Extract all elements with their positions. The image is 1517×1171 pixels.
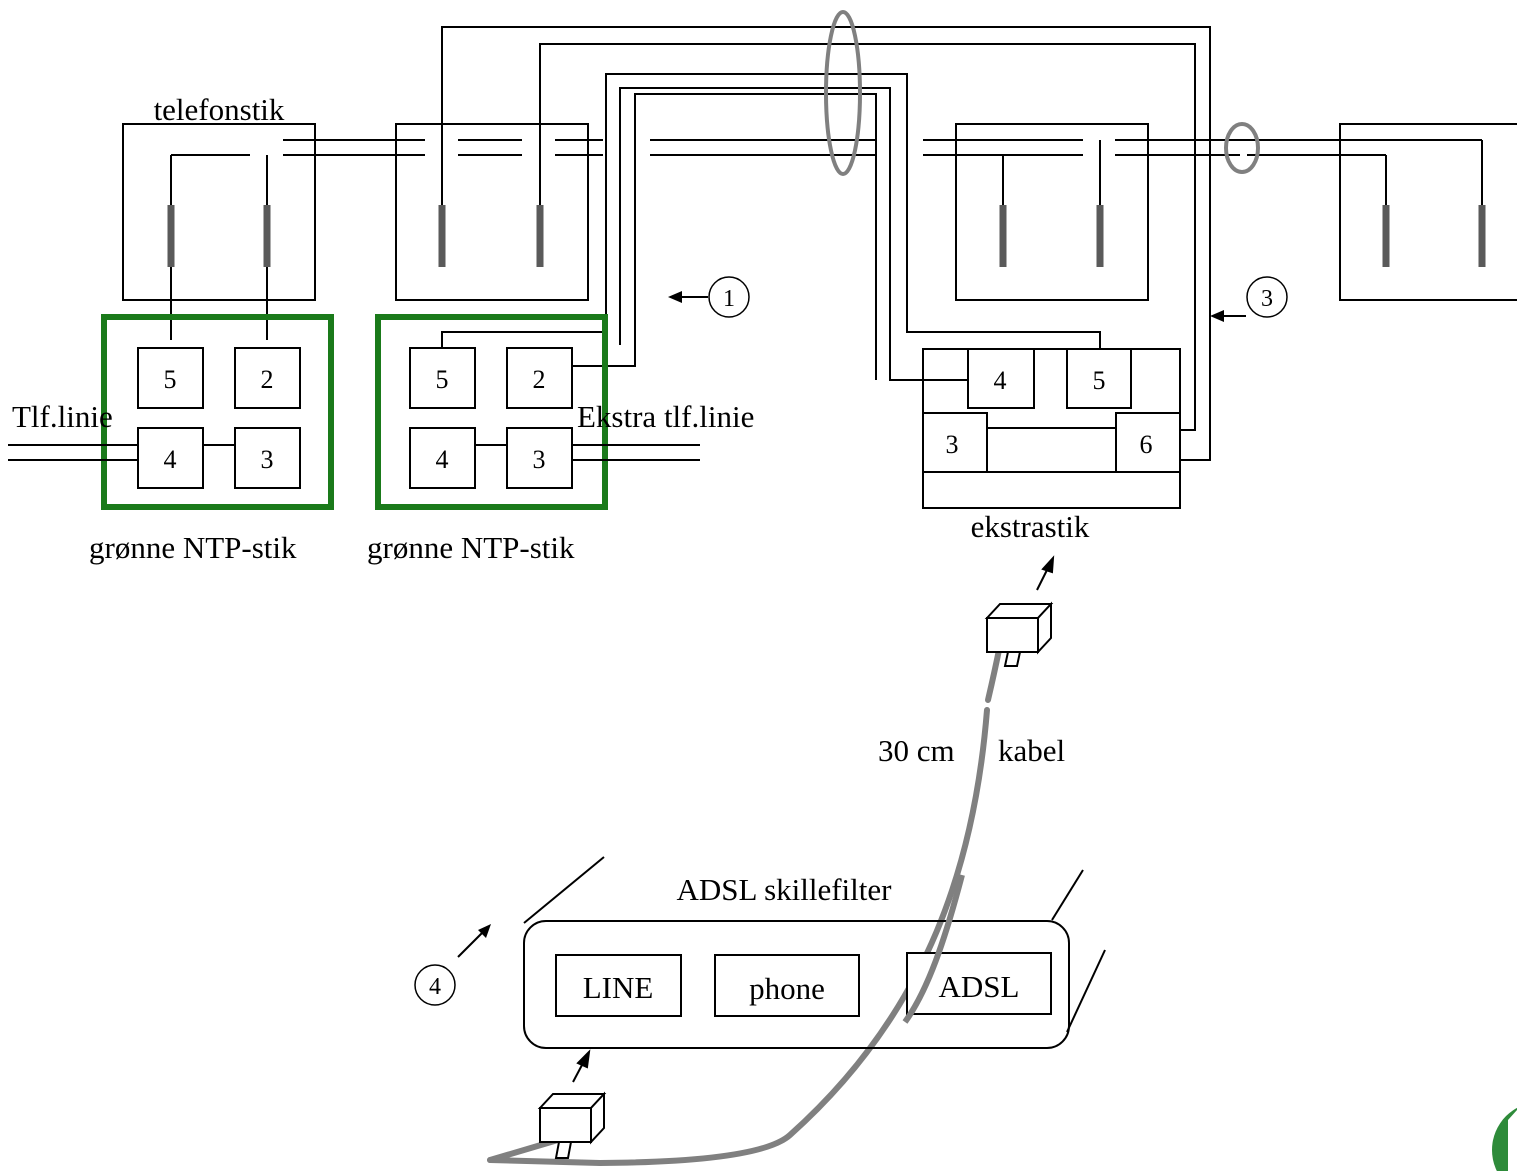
wall-socket-3 — [955, 123, 1149, 301]
svg-text:3: 3 — [1261, 286, 1273, 312]
label-cable-length: 30 cm — [878, 733, 955, 768]
ntp-left-pin-4: 4 — [164, 445, 177, 474]
marker-1: 1 — [668, 276, 750, 318]
wall-socket-4 — [1247, 123, 1517, 301]
ntp-right-pin-2: 2 — [533, 365, 546, 394]
ntp-left-pin-5: 5 — [164, 365, 177, 394]
line-pair-horizontal — [283, 139, 1482, 156]
ntp-right-pin-5: 5 — [436, 365, 449, 394]
ekstrastik-pin-3: 3 — [946, 430, 959, 459]
bundle-ellipse-small — [1224, 122, 1260, 174]
extension-wires — [441, 26, 1211, 461]
ekstrastik-socket: 4 5 3 6 — [922, 348, 1181, 509]
svg-text:4: 4 — [429, 974, 441, 1000]
filter-port-line: LINE — [583, 970, 654, 1005]
label-ntp-left: grønne NTP-stik — [89, 530, 297, 565]
rj-plug-top — [984, 601, 1054, 667]
filter-port-phone: phone — [749, 971, 825, 1006]
label-filter-title: ADSL skillefilter — [677, 872, 893, 907]
socket-pins — [167, 205, 1486, 267]
marker-3: 3 — [1210, 276, 1288, 322]
ntp-right-pin-4: 4 — [436, 445, 449, 474]
label-ntp-right: grønne NTP-stik — [367, 530, 575, 565]
ntp-left-pin-2: 2 — [261, 365, 274, 394]
cable-bundle-markers — [824, 10, 1260, 176]
ntp-socket-right: 5 2 4 3 — [375, 314, 608, 510]
rj-plug-bottom — [537, 1091, 607, 1159]
wall-socket-1 — [122, 123, 316, 340]
label-ekstrastik: ekstrastik — [971, 509, 1090, 544]
extra-line-pair — [572, 444, 700, 461]
ntp-right-pin-3: 3 — [533, 445, 546, 474]
ntp-socket-left: 5 2 4 3 — [101, 314, 334, 510]
label-ekstra-tlf-linie: Ekstra tlf.linie — [577, 399, 754, 434]
bundle-ellipse-large — [824, 10, 862, 176]
filter-port-adsl: ADSL — [939, 969, 1020, 1004]
cable-over-filter — [902, 874, 965, 1024]
plug-arrows — [572, 555, 1055, 1083]
ekstrastik-pin-4: 4 — [994, 366, 1007, 395]
tlf-line-pair — [8, 444, 138, 461]
ntp-left-pin-3: 3 — [261, 445, 274, 474]
logo-partial — [1492, 1107, 1517, 1171]
marker-4: 4 — [414, 924, 491, 1006]
svg-text:1: 1 — [723, 286, 735, 312]
label-cable-word: kabel — [998, 733, 1065, 768]
label-tlf-linie: Tlf.linie — [12, 399, 113, 434]
adsl-filter: LINE phone ADSL — [523, 856, 1106, 1049]
wall-socket-2 — [395, 123, 589, 301]
label-telefonstik: telefonstik — [154, 92, 285, 127]
ekstrastik-pin-6: 6 — [1140, 430, 1153, 459]
ekstrastik-pin-5: 5 — [1093, 366, 1106, 395]
